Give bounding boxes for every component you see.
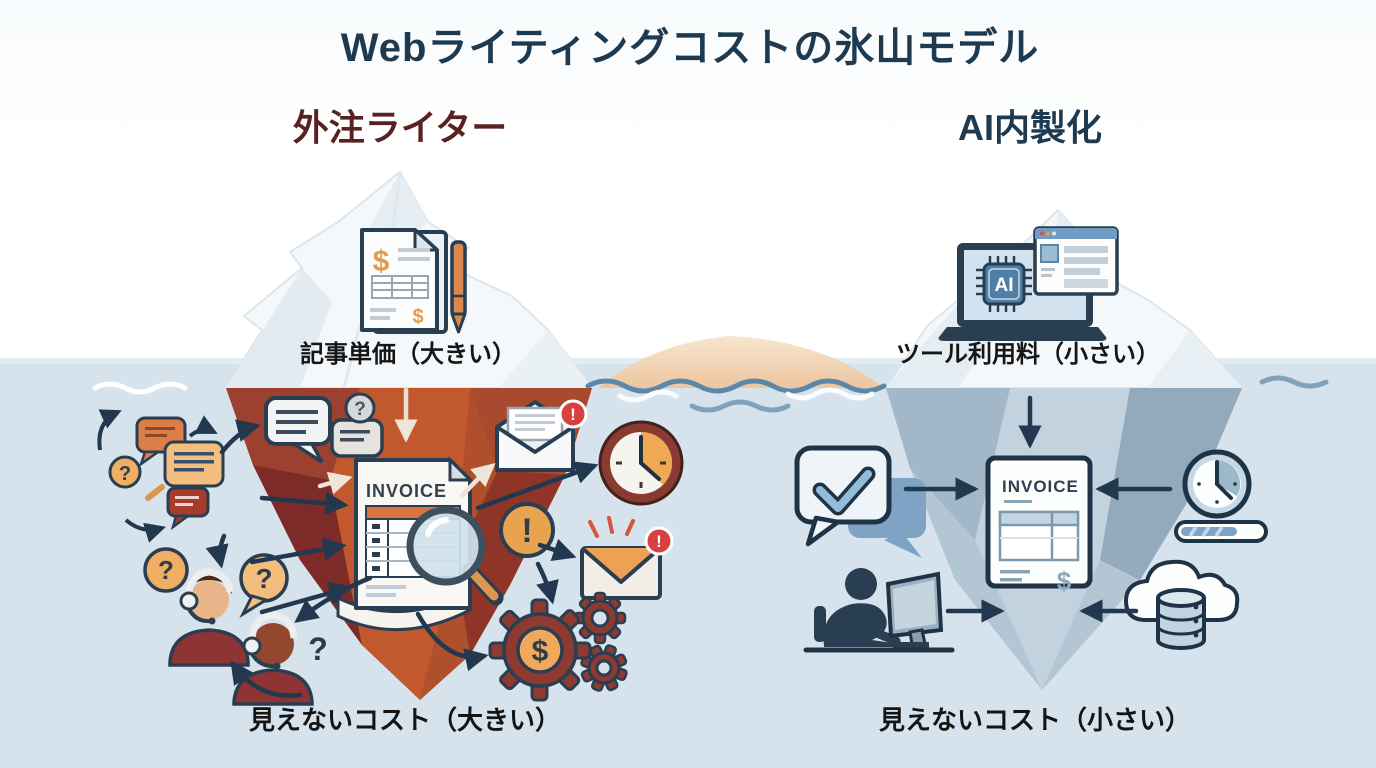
- small-gear-icon: [573, 591, 627, 645]
- exclamation-mark: !: [656, 532, 662, 551]
- pen-icon: [450, 240, 467, 334]
- open-envelope-alert-icon: !: [495, 399, 588, 472]
- dollar-sign: $: [373, 245, 390, 278]
- headset-person-icon: ?: [143, 547, 250, 667]
- label-hidden-cost-large: 見えないコスト（大きい）: [248, 705, 562, 735]
- magnifier-icon: [406, 506, 504, 606]
- question-mark: ?: [255, 563, 272, 594]
- dollar-sign: $: [412, 306, 423, 328]
- question-mark: ?: [354, 399, 366, 420]
- ai-chip-icon: AI: [976, 256, 1032, 312]
- page-title: Webライティングコストの氷山モデル: [340, 26, 1040, 70]
- left-flow-arrows: [205, 387, 599, 698]
- person-computer-icon: [803, 568, 955, 653]
- envelope-notification-icon: !: [580, 516, 674, 600]
- pencil-icon: [145, 484, 165, 501]
- dollar-sign: $: [532, 635, 549, 668]
- gears-dollar-icon: $: [488, 591, 628, 702]
- clock-progress-icon: [1174, 449, 1268, 543]
- progress-bar: [1174, 520, 1268, 543]
- database-icon: [1156, 588, 1206, 650]
- question-mark: ?: [158, 555, 174, 585]
- invoice-title-text: INVOICE: [1002, 477, 1079, 496]
- invoice-magnifier-icon: INVOICE: [336, 456, 504, 632]
- invoice-icon: INVOICE $: [985, 455, 1093, 596]
- cloud-database-icon: [1123, 559, 1240, 650]
- invoice-document-pen-icon: $ $: [360, 228, 467, 334]
- dollar-gear-icon: $: [488, 598, 592, 702]
- heading-outsourced-writer: 外注ライター: [292, 107, 508, 148]
- speech-bubbles-icon: ?: [264, 392, 384, 464]
- invoice-title-text: INVOICE: [366, 481, 447, 501]
- exclamation-mark: !: [570, 405, 576, 424]
- sunset-hill: [598, 336, 884, 388]
- question-mark: ?: [119, 463, 131, 485]
- deadline-clock-icon: [598, 420, 684, 506]
- label-article-unit-price: 記事単価（大きい）: [300, 341, 516, 368]
- heading-ai-inhouse: AI内製化: [957, 107, 1103, 148]
- question-circle-icon: [143, 547, 189, 593]
- label-tool-fee: ツール利用料（小さい）: [896, 341, 1160, 368]
- waterline-waves: [92, 375, 1329, 413]
- small-gear-icon: [580, 644, 628, 692]
- dollar-sign: $: [1057, 566, 1072, 596]
- label-hidden-cost-small: 見えないコスト（小さい）: [878, 705, 1192, 735]
- ai-laptop-browser-icon: AI: [938, 226, 1119, 341]
- question-mark: ?: [308, 631, 328, 667]
- browser-window-icon: [1033, 226, 1119, 296]
- chat-bubbles-cluster-icon: ?: [97, 409, 225, 543]
- laptop-base: [938, 327, 1107, 341]
- exclamation-mark: !: [521, 512, 532, 550]
- right-flow-arrows: [903, 395, 1173, 623]
- chat-check-icon: [794, 445, 926, 558]
- ai-chip-label: AI: [995, 275, 1014, 296]
